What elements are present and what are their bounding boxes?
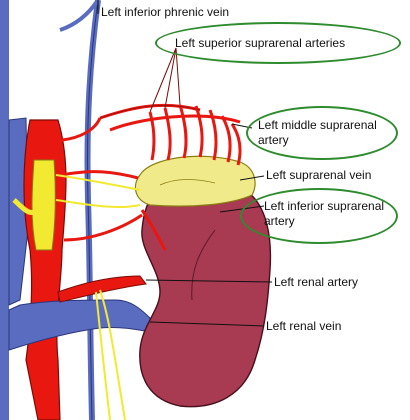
artery-leader-lines (149, 47, 181, 113)
inferior-phrenic-vein-outline (87, 0, 99, 420)
small-arterial-branches (59, 117, 143, 242)
inferior-suprarenal-artery (140, 209, 167, 251)
gland-fold (159, 179, 216, 186)
renal-vein-band (8, 299, 151, 351)
label-middle-suprarenal-artery: Left middle suprarenal artery (258, 118, 377, 147)
label-superior-suprarenal-arteries: Left superior suprarenal arteries (175, 36, 346, 50)
label-inferior-phrenic-vein: Left inferior phrenic vein (101, 5, 230, 19)
nerve-fibers (55, 174, 141, 420)
label-suprarenal-vein: Left suprarenal vein (266, 168, 372, 182)
kidney-contour (191, 229, 216, 301)
nerve-branch-left (12, 198, 36, 216)
left-vein-band (8, 117, 29, 306)
inferior-phrenic-vein-trunk (84, 0, 101, 420)
renal-artery-band (57, 275, 147, 303)
label-renal-vein: Left renal vein (266, 319, 342, 333)
highlight-oval-inferior (240, 188, 398, 244)
superior-arteries-outline (99, 105, 201, 119)
left-vein-strip (0, 0, 9, 420)
highlight-oval-middle (246, 106, 398, 160)
phrenic-vein-branch (59, 0, 100, 32)
label-inferior-suprarenal-artery: Left inferior suprarenal artery (264, 199, 385, 228)
celiac-plexus (31, 159, 56, 251)
suprarenal-gland (134, 155, 256, 207)
superior-suprarenal-arteries (99, 103, 242, 166)
label-renal-artery: Left renal artery (274, 275, 359, 289)
highlight-oval-superior (155, 22, 401, 64)
